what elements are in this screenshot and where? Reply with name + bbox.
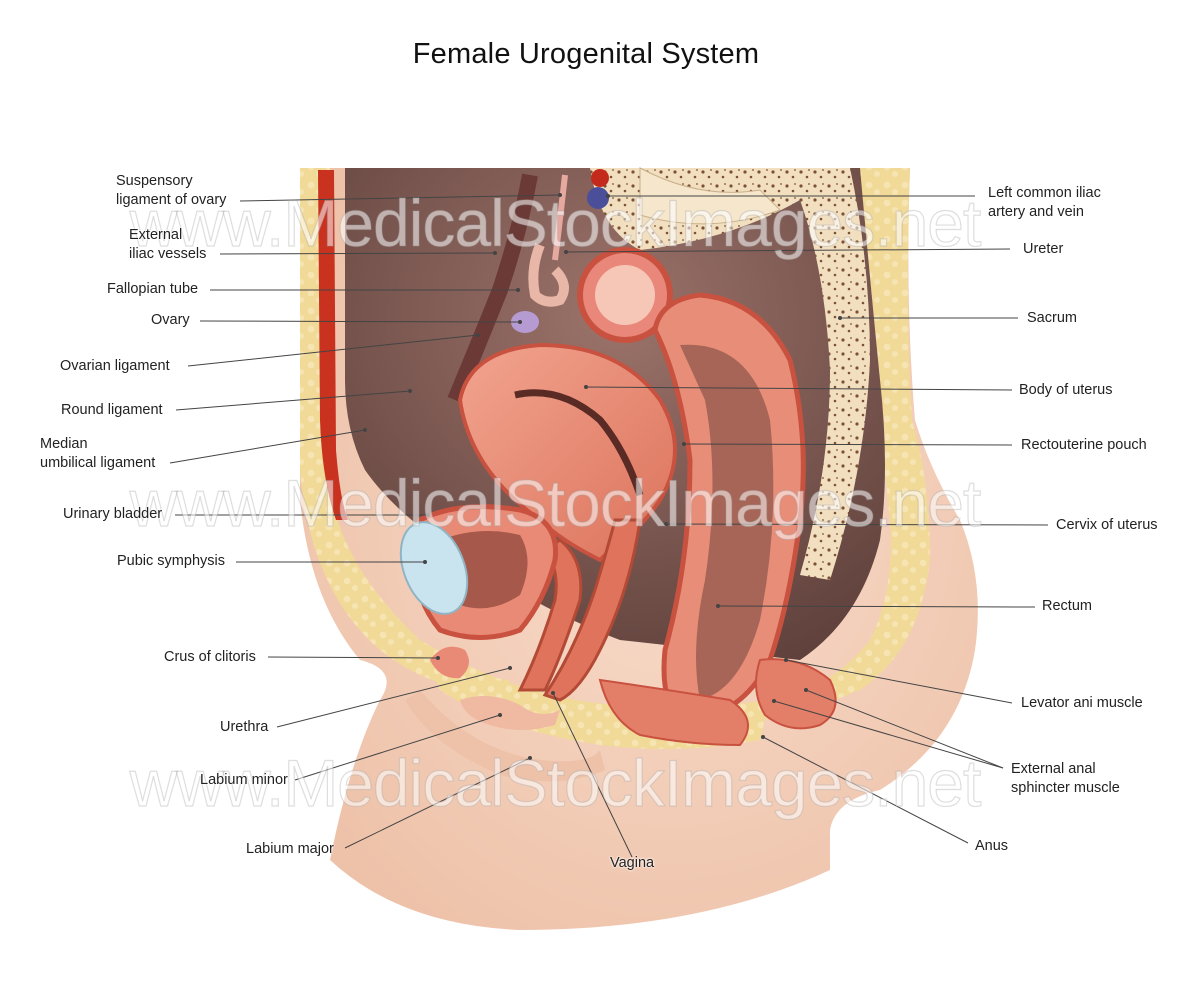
- external-anal-sphincter: [755, 658, 837, 730]
- anterior-fat-layer: [300, 168, 510, 695]
- label-fallopian-tube: Fallopian tube: [107, 281, 199, 297]
- label-median-umbilical: Median umbilical ligament: [40, 436, 156, 471]
- label-vagina: Vagina: [610, 855, 655, 871]
- vagina-canal: [517, 538, 583, 692]
- right-leader-lines: [564, 194, 1049, 844]
- pubic-symphysis-bone: [399, 521, 469, 615]
- label-rectum: Rectum: [1042, 598, 1092, 614]
- labium-major-organ: [405, 690, 605, 782]
- label-urinary-bladder: Urinary bladder: [63, 506, 163, 522]
- label-labium-minor: Labium minor: [200, 772, 288, 788]
- label-ovary: Ovary: [151, 312, 190, 328]
- label-ureter: Ureter: [1023, 241, 1064, 257]
- watermark-middle: www.MedicalStockImages.net: [129, 465, 982, 540]
- fallopian-tube-organ: [528, 243, 569, 307]
- label-pubic-symphysis: Pubic symphysis: [117, 553, 225, 569]
- label-crus-clitoris: Crus of clitoris: [164, 649, 256, 665]
- label-urethra: Urethra: [220, 719, 269, 735]
- watermark-bottom: www.MedicalStockImages.net: [129, 745, 982, 820]
- label-suspensory-ligament: Suspensory ligament of ovary: [116, 173, 227, 208]
- uterine-cavity: [514, 389, 644, 497]
- label-sacrum: Sacrum: [1027, 310, 1077, 326]
- label-left-common-iliac: Left common iliac artery and vein: [988, 185, 1101, 220]
- label-anus: Anus: [975, 838, 1009, 854]
- labium-minor-organ: [460, 696, 560, 730]
- label-round-ligament: Round ligament: [61, 402, 163, 418]
- label-ovarian-ligament: Ovarian ligament: [60, 358, 170, 374]
- label-levator-ani: Levator ani muscle: [1021, 695, 1143, 711]
- watermark-top: www.MedicalStockImages.net: [129, 185, 982, 260]
- label-cervix-of-uterus: Cervix of uterus: [1056, 517, 1158, 533]
- ureter-tube: [552, 174, 568, 261]
- label-labium-major: Labium major: [246, 841, 334, 857]
- levator-ani-organ: [598, 678, 749, 747]
- iliac-vein: [587, 187, 609, 209]
- rectus-muscle: [318, 170, 348, 520]
- ovary-organ: [511, 311, 539, 333]
- left-leader-lines: [169, 193, 562, 849]
- iliac-artery: [591, 169, 609, 187]
- posterior-fat-layer: [760, 168, 930, 720]
- page-title: Female Urogenital System: [412, 38, 760, 70]
- label-external-iliac: External iliac vessels: [129, 227, 207, 262]
- label-body-of-uterus: Body of uterus: [1019, 382, 1113, 398]
- sacrum-bone: [590, 168, 870, 580]
- label-external-anal-sphincter: External anal sphincter muscle: [1011, 761, 1120, 796]
- crus-clitoris-organ: [430, 646, 469, 679]
- label-rectouterine-pouch: Rectouterine pouch: [1021, 437, 1147, 453]
